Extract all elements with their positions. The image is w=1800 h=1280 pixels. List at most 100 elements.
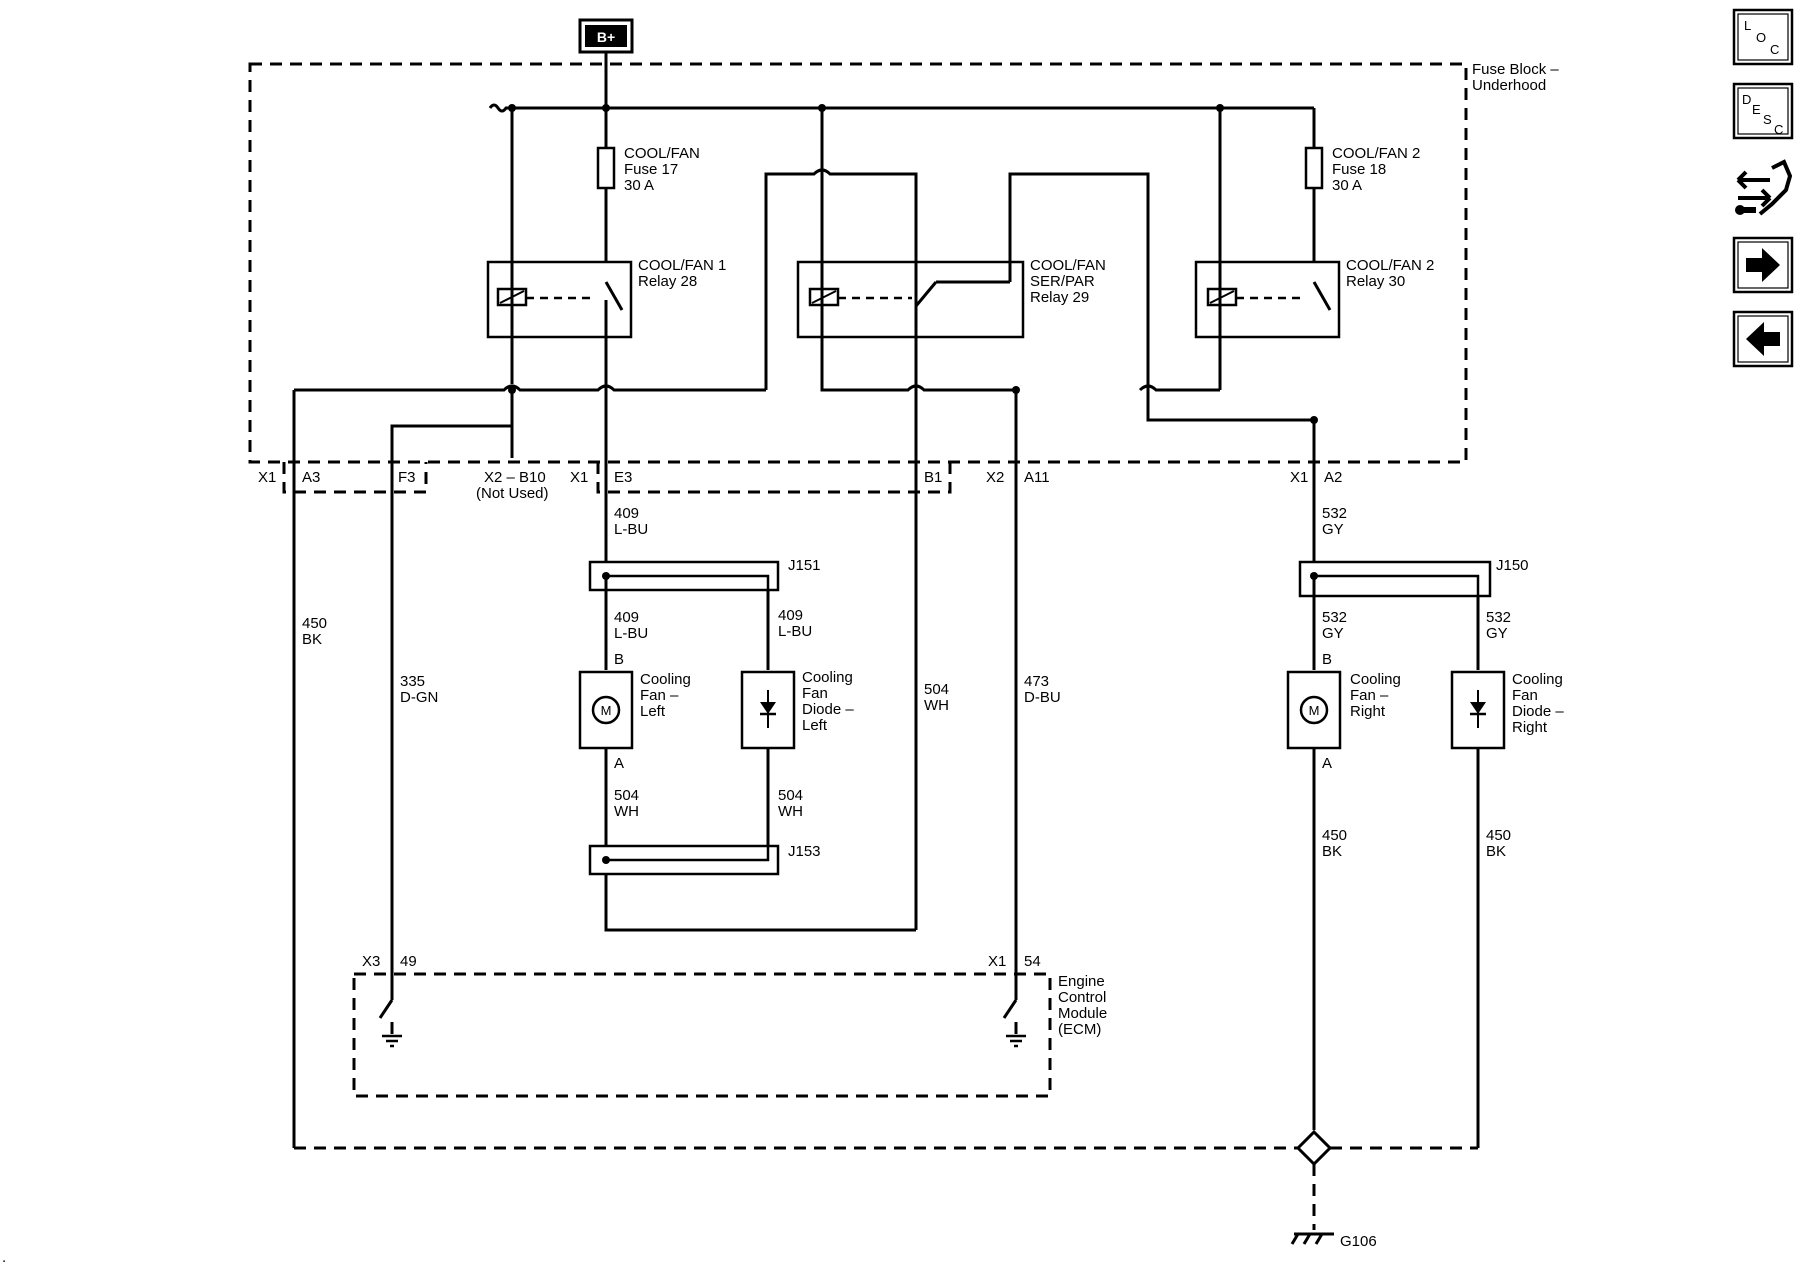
ecm-conn-x3: X3	[362, 953, 380, 970]
diode-left-label-2: Fan	[802, 685, 828, 702]
diode-right-label-3: Diode –	[1512, 703, 1564, 720]
conn-f3: F3	[398, 469, 416, 486]
splice-j150-label: J150	[1496, 557, 1529, 574]
ecm-label-2: Control	[1058, 989, 1106, 1006]
conn-x1-e3: X1	[570, 469, 588, 486]
fuse18-label-1: COOL/FAN 2	[1332, 145, 1420, 162]
loc-letter-c: C	[1770, 42, 1779, 57]
relay-29	[796, 260, 1025, 339]
fan-left-label-3: Left	[640, 703, 666, 720]
wire-409-top-color: L-BU	[614, 521, 648, 538]
motor-right-symbol: M	[1309, 703, 1320, 718]
fuse17-label-1: COOL/FAN	[624, 145, 700, 162]
arrow-left-icon	[1746, 322, 1780, 356]
desc-letter-s: S	[1763, 112, 1772, 127]
wire-532-right-color: GY	[1486, 625, 1508, 642]
diode-right-label-1: Cooling	[1512, 671, 1563, 688]
fan-right-label-1: Cooling	[1350, 671, 1401, 688]
wire-504-mid-color: WH	[924, 697, 949, 714]
wire-532-left-num: 532	[1322, 609, 1347, 626]
fan-right-pin-b: B	[1322, 651, 1332, 668]
wire-504-left-color: WH	[614, 803, 639, 820]
ecm-pin-49: 49	[400, 953, 417, 970]
conn-x1-a2: X1	[1290, 469, 1308, 486]
loc-letter-l: L	[1744, 18, 1751, 33]
wire-450-left-color: BK	[302, 631, 322, 648]
fuse17-label-3: 30 A	[624, 177, 654, 194]
conn-e3: E3	[614, 469, 632, 486]
conn-x1-a3: X1	[258, 469, 276, 486]
fuse-block-label-2: Underhood	[1472, 77, 1546, 94]
fan-left-label-2: Fan –	[640, 687, 679, 704]
next-button[interactable]	[1732, 236, 1794, 294]
wire-532-left-color: GY	[1322, 625, 1344, 642]
fuse-block-boundary	[248, 62, 1468, 464]
previous-button[interactable]	[1732, 310, 1794, 368]
chassis-ground-icon	[1290, 1232, 1334, 1245]
diode-right-label-4: Right	[1512, 719, 1548, 736]
motor-left-symbol: M	[601, 703, 612, 718]
relay30-label-2: Relay 30	[1346, 273, 1405, 290]
wire-532-top-color: GY	[1322, 521, 1344, 538]
wire-473-num: 473	[1024, 673, 1049, 690]
service-button[interactable]	[1735, 159, 1793, 216]
wire-450-right2-num: 450	[1486, 827, 1511, 844]
wire-450-left-num: 450	[302, 615, 327, 632]
j153-to-b1-wire	[604, 874, 916, 932]
wire-504-right-num: 504	[778, 787, 803, 804]
ecm-driver-49	[378, 999, 402, 1048]
wire-409-right-num: 409	[778, 607, 803, 624]
splice-j153-label: J153	[788, 843, 821, 860]
conn-x2-a11: X2	[986, 469, 1004, 486]
wire-504-mid-num: 504	[924, 681, 949, 698]
conn-a11: A11	[1024, 469, 1050, 486]
conn-not-used: (Not Used)	[476, 485, 549, 502]
splice-j151-label: J151	[788, 557, 821, 574]
ecm-boundary	[352, 972, 1052, 1098]
wire-473-color: D-BU	[1024, 689, 1061, 706]
ecm-label-4: (ECM)	[1058, 1021, 1101, 1038]
fan-left-pin-b: B	[614, 651, 624, 668]
battery-positive-label: B+	[597, 29, 615, 45]
splice-j153	[588, 844, 780, 876]
ecm-conn-x1: X1	[988, 953, 1006, 970]
fuse-block-label-1: Fuse Block –	[1472, 61, 1559, 78]
fan-left-pin-a: A	[614, 755, 624, 772]
location-button[interactable]: L O C	[1732, 8, 1794, 66]
splice-j151	[588, 560, 780, 610]
ground-g106-label: G106	[1340, 1233, 1377, 1250]
fuse17-label-2: Fuse 17	[624, 161, 678, 178]
wire-409-left-num: 409	[614, 609, 639, 626]
fuse-18	[1304, 146, 1324, 190]
fuse18-label-3: 30 A	[1332, 177, 1362, 194]
wire-409-left-color: L-BU	[614, 625, 648, 642]
conn-a2: A2	[1324, 469, 1342, 486]
conn-a3: A3	[302, 469, 320, 486]
conn-x2-b10: X2 – B10	[484, 469, 546, 486]
wire-450-right2-color: BK	[1486, 843, 1506, 860]
relay-30	[1194, 260, 1341, 339]
wire-532-right-num: 532	[1486, 609, 1511, 626]
relay29-label-3: Relay 29	[1030, 289, 1089, 306]
cooling-fan-right: M	[1286, 670, 1342, 750]
desc-letter-e: E	[1752, 102, 1761, 117]
description-button[interactable]: D E S C	[1732, 82, 1794, 140]
fan-right-pin-a: A	[1322, 755, 1332, 772]
fuse18-label-2: Fuse 18	[1332, 161, 1386, 178]
relay-28	[486, 260, 633, 339]
relay28-label-1: COOL/FAN 1	[638, 257, 726, 274]
service-icon	[1735, 159, 1793, 216]
diode-left-label-1: Cooling	[802, 669, 853, 686]
ecm-label-1: Engine	[1058, 973, 1105, 990]
cooling-fan-diode-right	[1450, 670, 1506, 750]
fuse-17	[596, 146, 616, 190]
page-mark: .	[2, 1249, 6, 1266]
wire-409-top-num: 409	[614, 505, 639, 522]
splice-j150	[1298, 560, 1492, 598]
diode-left-label-4: Left	[802, 717, 828, 734]
wire-335-num: 335	[400, 673, 425, 690]
cooling-fan-left: M	[578, 670, 634, 750]
ground-splice-diamond	[1295, 1129, 1333, 1167]
power-bus	[488, 103, 1314, 113]
